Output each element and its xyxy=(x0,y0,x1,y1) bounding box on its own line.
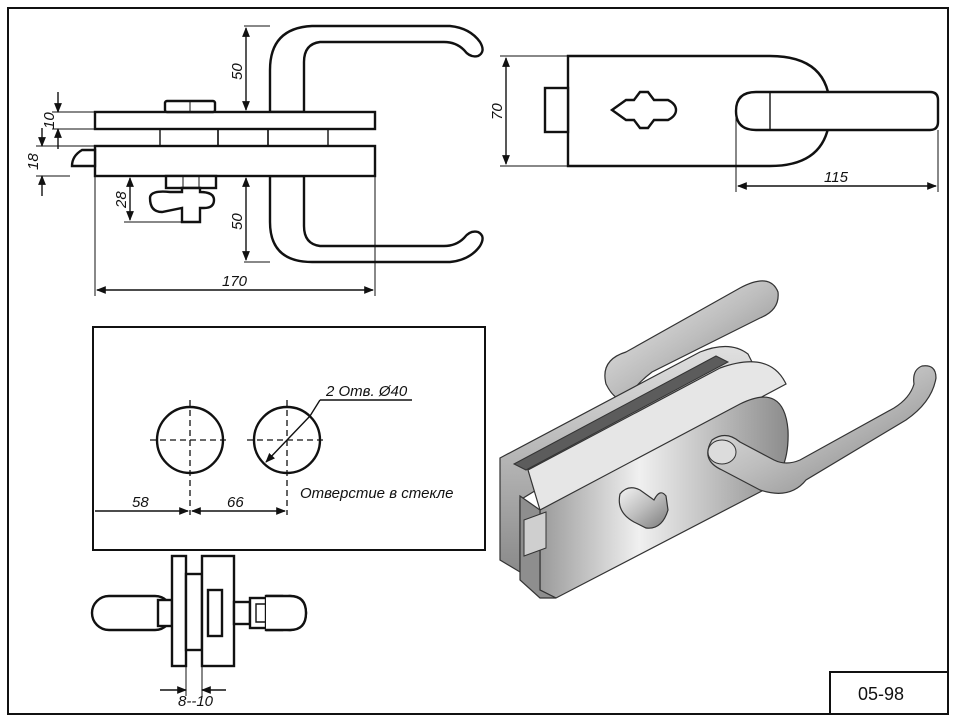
isometric-render xyxy=(499,280,937,599)
bottom-lever-outline xyxy=(268,174,484,264)
dim-glass-thickness: 8--10 xyxy=(178,693,214,710)
dim-first-hole: 58 xyxy=(132,494,149,511)
dim-plate: 10 xyxy=(41,112,58,129)
dim-overall-width: 170 xyxy=(222,273,248,290)
dim-glass: 18 xyxy=(25,153,42,170)
glass-sheet xyxy=(92,326,486,551)
dim-lever-length: 115 xyxy=(824,169,849,186)
drawing-code: 05-98 xyxy=(858,684,904,704)
sheet-frame xyxy=(7,7,949,715)
top-lever-outline xyxy=(268,24,484,114)
dim-bottom-lever: 50 xyxy=(229,213,246,230)
outer-plate xyxy=(93,110,377,131)
dim-height: 70 xyxy=(489,103,506,120)
drawing-code-box xyxy=(829,671,949,715)
thumb-turn xyxy=(148,186,216,224)
dim-top-lever: 50 xyxy=(229,63,246,80)
cutout-caption: Отверстие в стекле xyxy=(300,485,453,502)
glass-plate xyxy=(93,144,377,178)
holes-label: 2 Отв. Ø40 xyxy=(325,383,408,400)
dim-second-hole: 66 xyxy=(227,494,244,511)
glass-cutout-view: 2 Отв. Ø40 58 66 Отверстие в стекле xyxy=(92,326,486,551)
end-view: 8--10 xyxy=(90,554,308,710)
dim-knob: 28 xyxy=(113,191,130,209)
top-view-lever xyxy=(734,90,940,132)
thumb-turn-top xyxy=(609,90,678,130)
side-view: 50 10 18 28 50 170 xyxy=(25,24,484,296)
top-view: 70 115 xyxy=(489,54,940,192)
end-view-left-plate xyxy=(170,554,188,668)
